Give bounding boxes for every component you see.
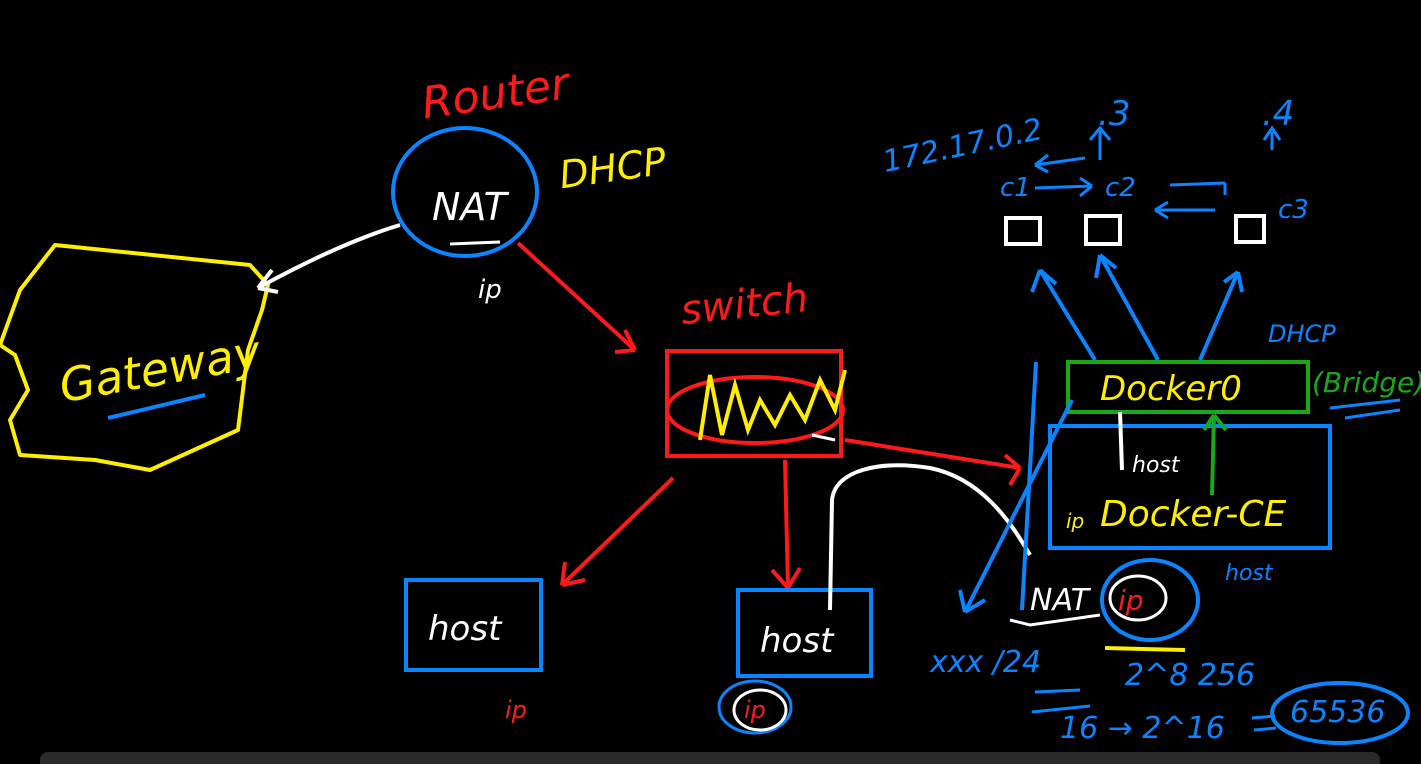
switch-inner <box>665 375 845 445</box>
docker-ip-label: ip <box>1066 509 1084 533</box>
c2-c3-arrow <box>1169 181 1227 195</box>
switch-docker-arrow <box>844 438 1022 487</box>
docker-left-line <box>1020 361 1038 611</box>
dhcp2-label: DHCP <box>1268 320 1336 348</box>
docker-ce-to-docker0-arrow <box>1202 413 1228 496</box>
ip3-label: .3 <box>1098 94 1130 134</box>
switch-curve-tail <box>811 433 836 442</box>
host-left-ip: ip <box>505 696 527 724</box>
docker0-c3-arrow <box>1198 270 1244 361</box>
host-nat-label: NAT <box>1030 583 1092 618</box>
docker-left-arrow <box>958 399 1074 614</box>
docker-ce-node <box>1048 424 1332 550</box>
gateway-shape <box>0 243 270 472</box>
c1-c2-arrow <box>1034 176 1093 198</box>
pow-label: 2^8 256 <box>1125 658 1255 693</box>
host-nat-ip: ip <box>1118 584 1144 617</box>
router-node <box>391 126 539 258</box>
c1-back-arrow <box>1034 153 1086 174</box>
bridge-label: (Bridge) <box>1312 366 1421 399</box>
host-mid-ip-circle-inner <box>732 688 788 732</box>
host-nat-curve <box>828 463 1032 611</box>
host-nat-ip-inner <box>1108 574 1168 622</box>
router-switch-arrow <box>516 241 637 354</box>
host-nat-ip-outer <box>1100 558 1200 642</box>
host-left-node <box>404 578 543 672</box>
switch-host-left-arrow <box>560 476 675 587</box>
docker0-c1-arrow <box>1030 268 1097 362</box>
subnet-underline <box>1031 688 1091 714</box>
container-c2 <box>1084 214 1122 246</box>
c1-label: c1 <box>1000 173 1031 203</box>
gateway-label: Gateway <box>55 324 265 413</box>
router-nat-underline <box>449 240 501 246</box>
host-nat-underline <box>1009 613 1101 627</box>
c3-c2-arrow <box>1154 200 1215 220</box>
host-mid-node <box>736 588 873 678</box>
switch-node <box>665 349 843 458</box>
ports-circle <box>1270 681 1410 745</box>
ip4-arrow <box>1262 125 1282 150</box>
docker-ce-label: Docker-CE <box>1100 494 1286 535</box>
switch-label: switch <box>678 275 810 334</box>
host-left-label: host <box>428 609 503 649</box>
docker0-node <box>1066 360 1310 414</box>
pow16-label: 16 → 2^16 <box>1060 711 1225 746</box>
ip4-label: .4 <box>1262 94 1294 134</box>
docker0-label: Docker0 <box>1100 369 1242 409</box>
ip-underline-yellow <box>1104 646 1186 652</box>
c2-label: c2 <box>1105 173 1136 203</box>
container-c1 <box>1004 216 1042 246</box>
host-mid-ip-circle-outer <box>717 679 793 735</box>
ip-172-label: 172.17.0.2 <box>880 112 1046 180</box>
host-mid-ip: ip <box>744 696 766 724</box>
switch-host-mid-arrow <box>770 459 802 590</box>
c3-label: c3 <box>1278 195 1309 225</box>
ip3-arrow <box>1088 125 1112 160</box>
docker0-c2-arrow <box>1094 253 1160 361</box>
container-c3 <box>1234 214 1266 244</box>
docker0-host-line <box>1118 411 1124 471</box>
gateway-underline <box>107 393 206 420</box>
app-dock <box>40 752 1380 764</box>
host-small-label: host <box>1132 453 1181 478</box>
host-mid-label: host <box>760 621 835 661</box>
router-label: Router <box>419 58 575 129</box>
bridge-underline <box>1329 398 1401 420</box>
host-bottom-label: host <box>1225 561 1274 586</box>
router-gateway-link <box>256 223 401 294</box>
subnet-label: xxx /24 <box>929 645 1041 680</box>
switch-signal <box>698 369 847 441</box>
ports-label: 65536 <box>1290 695 1385 730</box>
router-nat-label: NAT <box>432 185 510 229</box>
dhcp-label: DHCP <box>557 139 669 198</box>
router-ip-label: ip <box>478 275 502 305</box>
